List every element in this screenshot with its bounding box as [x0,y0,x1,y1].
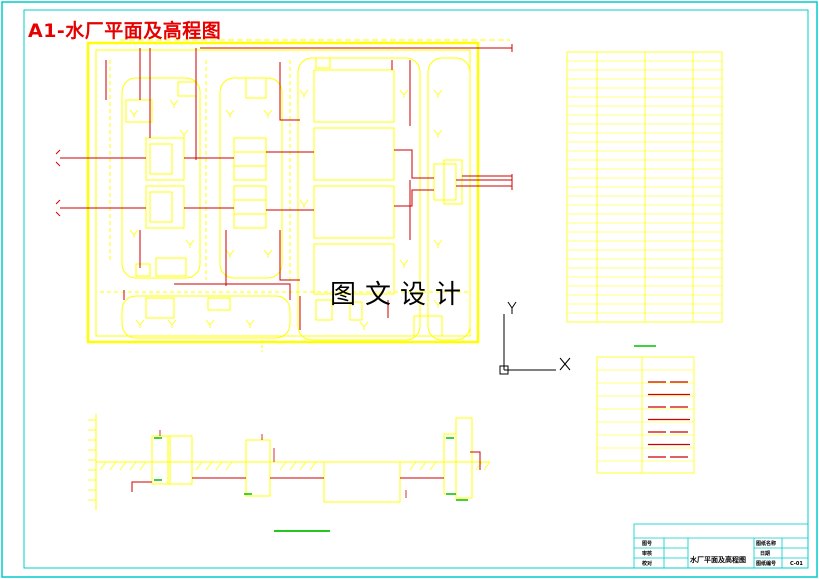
title-block [633,523,809,569]
title-block-label-4: 图纸名称 [756,541,777,547]
equipment-table-rows [567,60,722,314]
title-block-drawing-no: C-01 [790,561,803,567]
inner-frame [23,9,809,569]
title-block-label-6: 图纸编号 [756,561,777,567]
plant-plan-view [86,39,510,352]
landscape-symbols [129,89,443,330]
pipelines [55,44,513,330]
legend-table [596,356,695,474]
legend-table-rows [597,369,694,462]
drawing-title: A1-水厂平面及高程图 [28,20,222,42]
ucs-axis-icon [499,301,571,375]
elevation-profile [88,414,491,510]
title-block-label-1: 图号 [642,541,653,547]
title-block-label-5: 日期 [760,551,771,557]
title-block-label-3: 校对 [642,561,653,567]
title-block-label-2: 审核 [642,551,653,557]
watermark-text: 图文设计 [330,280,471,310]
title-block-drawing-name: 水厂平面及高程图 [690,556,746,564]
